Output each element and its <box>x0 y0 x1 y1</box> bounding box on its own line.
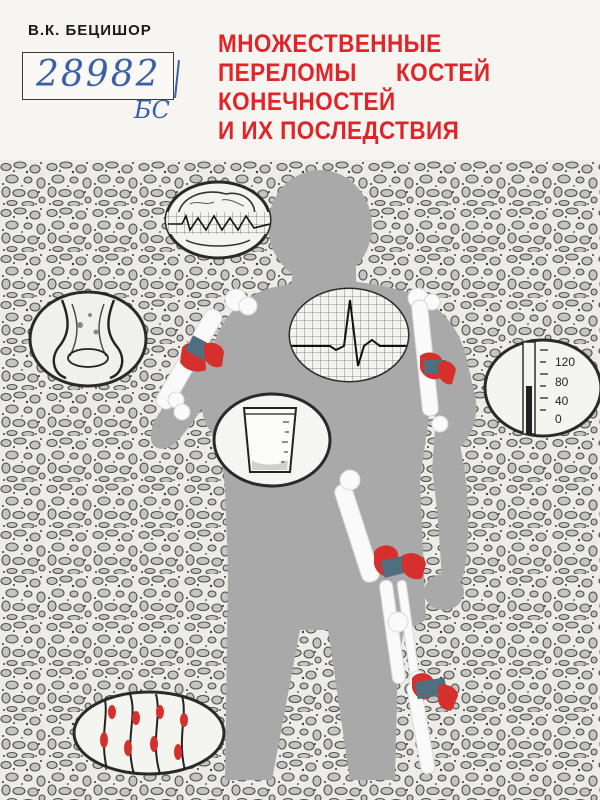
title-line-4: И ИХ ПОСЛЕДСТВИЯ <box>218 117 460 145</box>
fracture-right-arm <box>180 335 224 372</box>
title-line-2: ПЕРЕЛОМЫ КОСТЕЙ <box>218 59 491 87</box>
book-title: МНОЖЕСТВЕННЫЕ ПЕРЕЛОМЫ КОСТЕЙ КОНЕЧНОСТЕ… <box>218 30 551 146</box>
library-number: 28982 <box>36 54 161 95</box>
pen-mark <box>174 59 180 99</box>
thermometer-label-80: 80 <box>555 375 569 389</box>
thermometer-medallion: 120 80 40 0 <box>483 338 600 438</box>
thermometer-label-40: 40 <box>555 394 569 408</box>
blood-vessels-medallion <box>72 690 226 776</box>
title-line-1: МНОЖЕСТВЕННЫЕ <box>218 30 442 58</box>
thermometer-label-0: 0 <box>555 412 562 426</box>
fracture-left-arm <box>420 352 456 385</box>
ecg-medallion <box>288 287 410 383</box>
cover-illustration: 120 80 40 0 <box>0 160 600 800</box>
thermometer-label-120: 120 <box>555 355 575 369</box>
beaker-medallion <box>212 392 332 488</box>
title-line-3: КОНЕЧНОСТЕЙ <box>218 88 396 116</box>
fracture-thigh <box>374 545 426 580</box>
library-code: БС <box>134 96 170 124</box>
fracture-shin <box>412 673 458 711</box>
library-label <box>22 52 174 100</box>
joint-xray-medallion <box>28 290 148 388</box>
brain-scan-medallion <box>164 180 272 260</box>
author-name: В.К. БЕЦИШОР <box>28 22 152 39</box>
cover-header: В.К. БЕЦИШОР МНОЖЕСТВЕННЫЕ ПЕРЕЛОМЫ КОСТ… <box>0 0 600 160</box>
